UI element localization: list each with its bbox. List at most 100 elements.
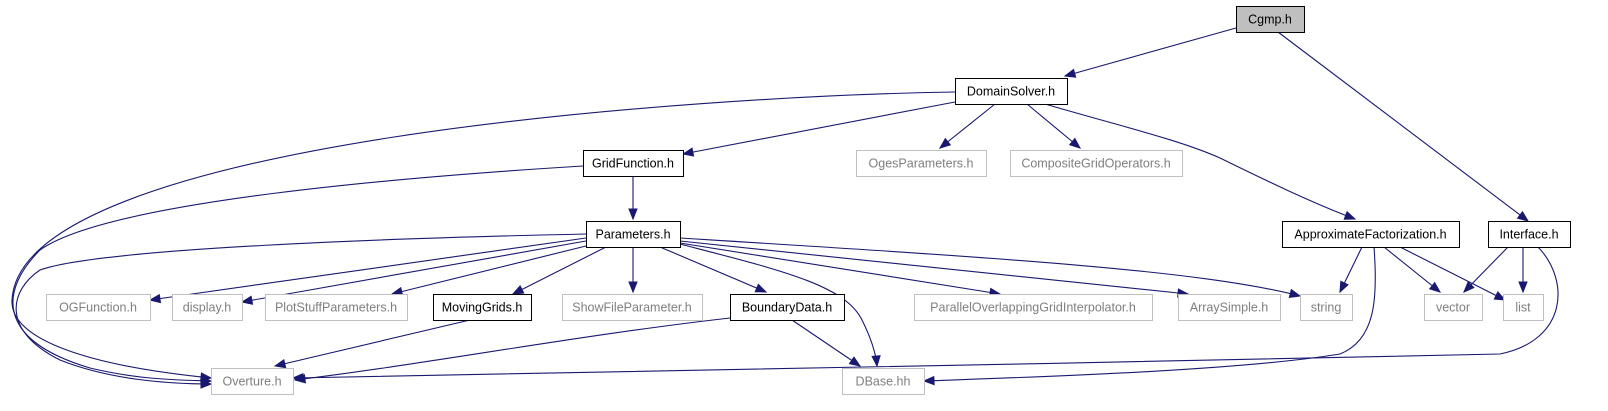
edge-line <box>15 233 587 385</box>
node-label: list <box>1515 301 1531 315</box>
node-box <box>842 368 925 395</box>
edge-line <box>679 237 1301 297</box>
edge-line <box>11 91 956 379</box>
edge-boundarydata-to-dbase <box>791 319 862 367</box>
node-label: OGFunction.h <box>59 301 137 315</box>
node-box <box>1236 6 1305 33</box>
node-arraysimple: ArraySimple.h <box>1178 294 1281 321</box>
node-gridfunction[interactable]: GridFunction.h <box>583 150 684 177</box>
arrowhead-icon <box>273 358 287 369</box>
node-showfileparameter: ShowFileParameter.h <box>562 294 703 321</box>
edge-line <box>1383 246 1441 293</box>
node-label: string <box>1311 301 1342 315</box>
node-label: OgesParameters.h <box>869 157 974 171</box>
arrowhead-icon <box>628 208 638 221</box>
edge-parameters-to-ogfunction <box>148 237 587 304</box>
node-box <box>1424 294 1483 321</box>
arrowhead-icon <box>754 283 768 293</box>
node-box <box>730 294 845 321</box>
arrowhead-icon <box>628 281 638 294</box>
node-box <box>856 150 987 177</box>
edge-domainsolver-to-ogesparameters <box>938 103 996 149</box>
node-cgmp[interactable]: Cgmp.h <box>1236 6 1305 33</box>
arrowhead-icon <box>291 372 304 383</box>
arrowhead-icon <box>681 147 695 157</box>
node-label: ApproximateFactorization.h <box>1294 228 1446 242</box>
node-label: Cgmp.h <box>1248 13 1292 27</box>
edge-parameters-to-overture <box>15 233 587 389</box>
edge-line <box>1399 246 1506 301</box>
edge-line <box>294 317 731 381</box>
arrowhead-icon <box>938 137 952 149</box>
edge-cgmp-to-domainsolver <box>1063 27 1237 78</box>
edge-approximatefactorization-to-string <box>1339 246 1363 294</box>
node-list: list <box>1503 294 1544 321</box>
edge-parameters-to-boundarydata <box>659 246 768 293</box>
edge-line <box>1277 31 1529 222</box>
edge-line <box>679 240 1189 295</box>
node-box <box>583 150 684 177</box>
node-compositegridoperators: CompositeGridOperators.h <box>1010 150 1183 177</box>
node-box <box>211 368 294 395</box>
node-box <box>1178 294 1281 321</box>
edge-domainsolver-to-compositegridoperators <box>1026 103 1082 149</box>
edge-parameters-to-showfileparameter <box>628 247 638 294</box>
node-box <box>1010 150 1183 177</box>
arrowhead-icon <box>1339 280 1349 294</box>
edge-line <box>679 242 1001 295</box>
arrowhead-icon <box>1343 210 1357 220</box>
node-vector: vector <box>1424 294 1483 321</box>
node-label: ShowFileParameter.h <box>572 301 692 315</box>
edge-line <box>1064 27 1237 77</box>
node-label: GridFunction.h <box>592 157 674 171</box>
node-ogfunction: OGFunction.h <box>46 294 151 321</box>
node-display: display.h <box>172 294 243 321</box>
node-label: ParallelOverlappingGridInterpolator.h <box>930 301 1136 315</box>
node-label: Overture.h <box>222 375 281 389</box>
edge-line <box>12 165 584 382</box>
node-label: DBase.hh <box>856 375 911 389</box>
node-label: BoundaryData.h <box>742 301 832 315</box>
edge-parameters-to-string <box>679 237 1302 298</box>
node-boundarydata[interactable]: BoundaryData.h <box>730 294 845 321</box>
arrowhead-icon <box>922 375 935 386</box>
node-movinggrids[interactable]: MovingGrids.h <box>433 294 532 321</box>
node-ogesparameters: OgesParameters.h <box>856 150 987 177</box>
node-box <box>586 221 681 248</box>
arrowhead-icon <box>148 293 162 304</box>
edge-approximatefactorization-to-vector <box>1383 246 1442 293</box>
node-label: DomainSolver.h <box>967 85 1055 99</box>
node-box <box>562 294 703 321</box>
node-box <box>1503 294 1544 321</box>
node-approximatefactorization[interactable]: ApproximateFactorization.h <box>1282 221 1460 248</box>
node-box <box>46 294 151 321</box>
node-label: vector <box>1436 301 1470 315</box>
arrowhead-icon <box>200 379 213 389</box>
node-box <box>265 294 408 321</box>
arrowhead-icon <box>1288 288 1302 298</box>
edge-boundarydata-to-overture <box>293 317 731 384</box>
edge-line <box>682 101 956 155</box>
node-domainsolver[interactable]: DomainSolver.h <box>955 78 1068 105</box>
edge-line <box>791 319 861 367</box>
arrowhead-icon <box>511 285 525 295</box>
node-label: display.h <box>183 301 231 315</box>
arrowhead-icon <box>240 295 254 305</box>
node-paralleloverlappinggridinterpolator: ParallelOverlappingGridInterpolator.h <box>914 294 1153 321</box>
node-parameters[interactable]: Parameters.h <box>586 221 681 248</box>
arrowhead-icon <box>1428 281 1442 293</box>
edge-gridfunction-to-parameters <box>628 176 638 221</box>
edge-line <box>241 240 587 303</box>
node-box <box>1282 221 1460 248</box>
edge-gridfunction-to-overture <box>12 165 584 386</box>
arrowhead-icon <box>1516 210 1530 222</box>
edge-line <box>1044 103 1356 220</box>
arrowhead-icon <box>1493 291 1507 301</box>
arrowhead-icon <box>1518 281 1528 294</box>
node-overture: Overture.h <box>211 368 294 395</box>
arrowhead-icon <box>1063 68 1077 78</box>
node-interface[interactable]: Interface.h <box>1488 221 1571 248</box>
node-label: MovingGrids.h <box>442 301 523 315</box>
node-label: Parameters.h <box>595 228 670 242</box>
